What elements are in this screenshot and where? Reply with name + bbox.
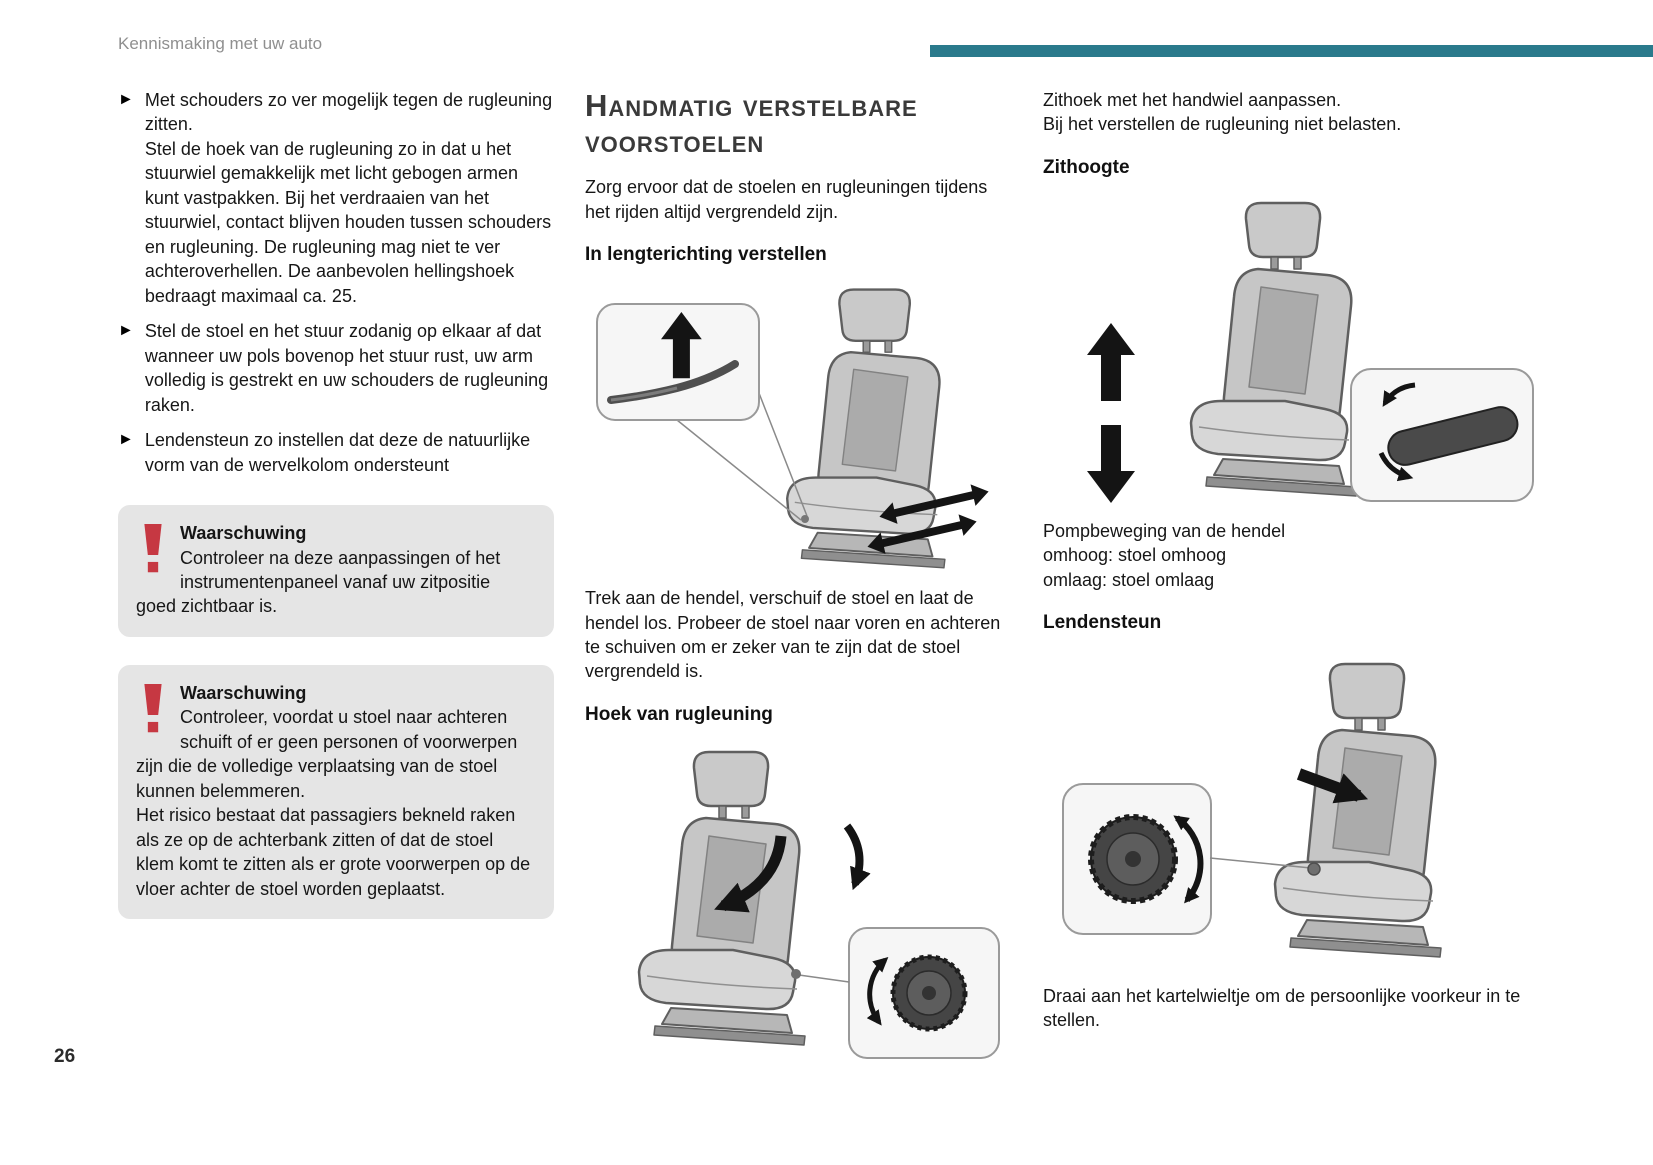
seat-height-adjustment-illustration [1043,191,1545,511]
figure-caption: Draai aan het kartelwieltje om de persoo… [1043,986,1521,1031]
seat-drawing [637,750,807,1046]
seat-longitudinal-adjustment-illustration [585,278,1015,578]
figure-caption: Pompbeweging van de hendel omhoog: stoel… [1043,520,1286,590]
intro-paragraph: Zorg ervoor dat de stoelen en rugleuning… [585,177,988,222]
recline-backward-arrow-icon [843,823,871,890]
seat-lumbar-support-illustration [1043,646,1545,976]
bullet-text: Stel de stoel en het stuur zodanig op el… [144,321,549,415]
warning-title: Waarschuwing [180,682,307,703]
section-title-lumbar: Lendensteun [1043,612,1162,634]
seat-drawing [786,288,947,570]
intro-paragraph: Zithoek met het handwiel aanpassen. Bij … [1043,90,1402,135]
handwheel-detail-inset [791,926,1000,1059]
lever-down-arrow-icon [1378,451,1414,481]
warning-box: Waarschuwing Controleer na deze aanpassi… [118,505,554,637]
figure-caption: Trek aan de hendel, verschuif de stoel e… [585,588,1001,682]
warning-box: Waarschuwing Controleer, voordat u stoel… [118,664,554,920]
rotate-arrows-icon [866,956,889,1026]
lever-detail-inset [596,303,760,422]
warning-text: Controleer, voordat u stoel naar achtere… [136,707,531,899]
section-title-backrest: Hoek van rugleuning [585,703,773,725]
knurled-wheel-detail-inset [1062,783,1321,935]
running-header: Kennismaking met uw auto [118,34,323,53]
bullet-arrow-icon: ► [118,431,134,449]
bullet-arrow-icon: ► [118,322,134,340]
warning-icon [140,524,166,574]
left-column: ► Met schouders zo ver mogelijk tegen de… [118,88,554,920]
seat-drawing [1273,662,1443,959]
lumbar-push-arrow-icon [1296,768,1369,804]
warning-title: Waarschuwing [180,523,307,544]
warning-icon [140,683,166,734]
section-title-longitudinal: In lengterichting verstellen [585,244,827,266]
page-number: 26 [54,1046,76,1067]
seat-backrest-angle-illustration [585,738,1015,1068]
bullet-text: Met schouders zo ver mogelijk tegen de r… [144,90,553,306]
lever-up-arrow-icon [1382,382,1416,407]
accent-bar [930,45,1653,57]
bullet-arrow-icon: ► [118,91,134,108]
list-item: ► Lendensteun zo instellen dat deze de n… [118,428,554,477]
section-title-height: Zithoogte [1043,156,1130,178]
seat-drawing [1189,201,1359,498]
rotate-arrows-icon [1173,815,1204,904]
page-title: Handmatig verstelbare voorstoelen [585,88,918,159]
list-item: ► Met schouders zo ver mogelijk tegen de… [118,88,554,308]
middle-column: Handmatig verstelbare voorstoelen Zorg e… [585,88,1015,1070]
pump-lever-detail-inset [1350,367,1534,502]
recline-forward-arrow-icon [714,835,787,913]
bullet-text: Lendensteun zo instellen dat deze de nat… [144,430,531,475]
up-down-arrows-icon [1087,322,1135,503]
right-column: Zithoek met het handwiel aanpassen. Bij … [1043,88,1545,1033]
warning-text: Controleer na deze aanpassingen of het i… [136,547,501,617]
list-item: ► Stel de stoel en het stuur zodanig op … [118,319,554,417]
